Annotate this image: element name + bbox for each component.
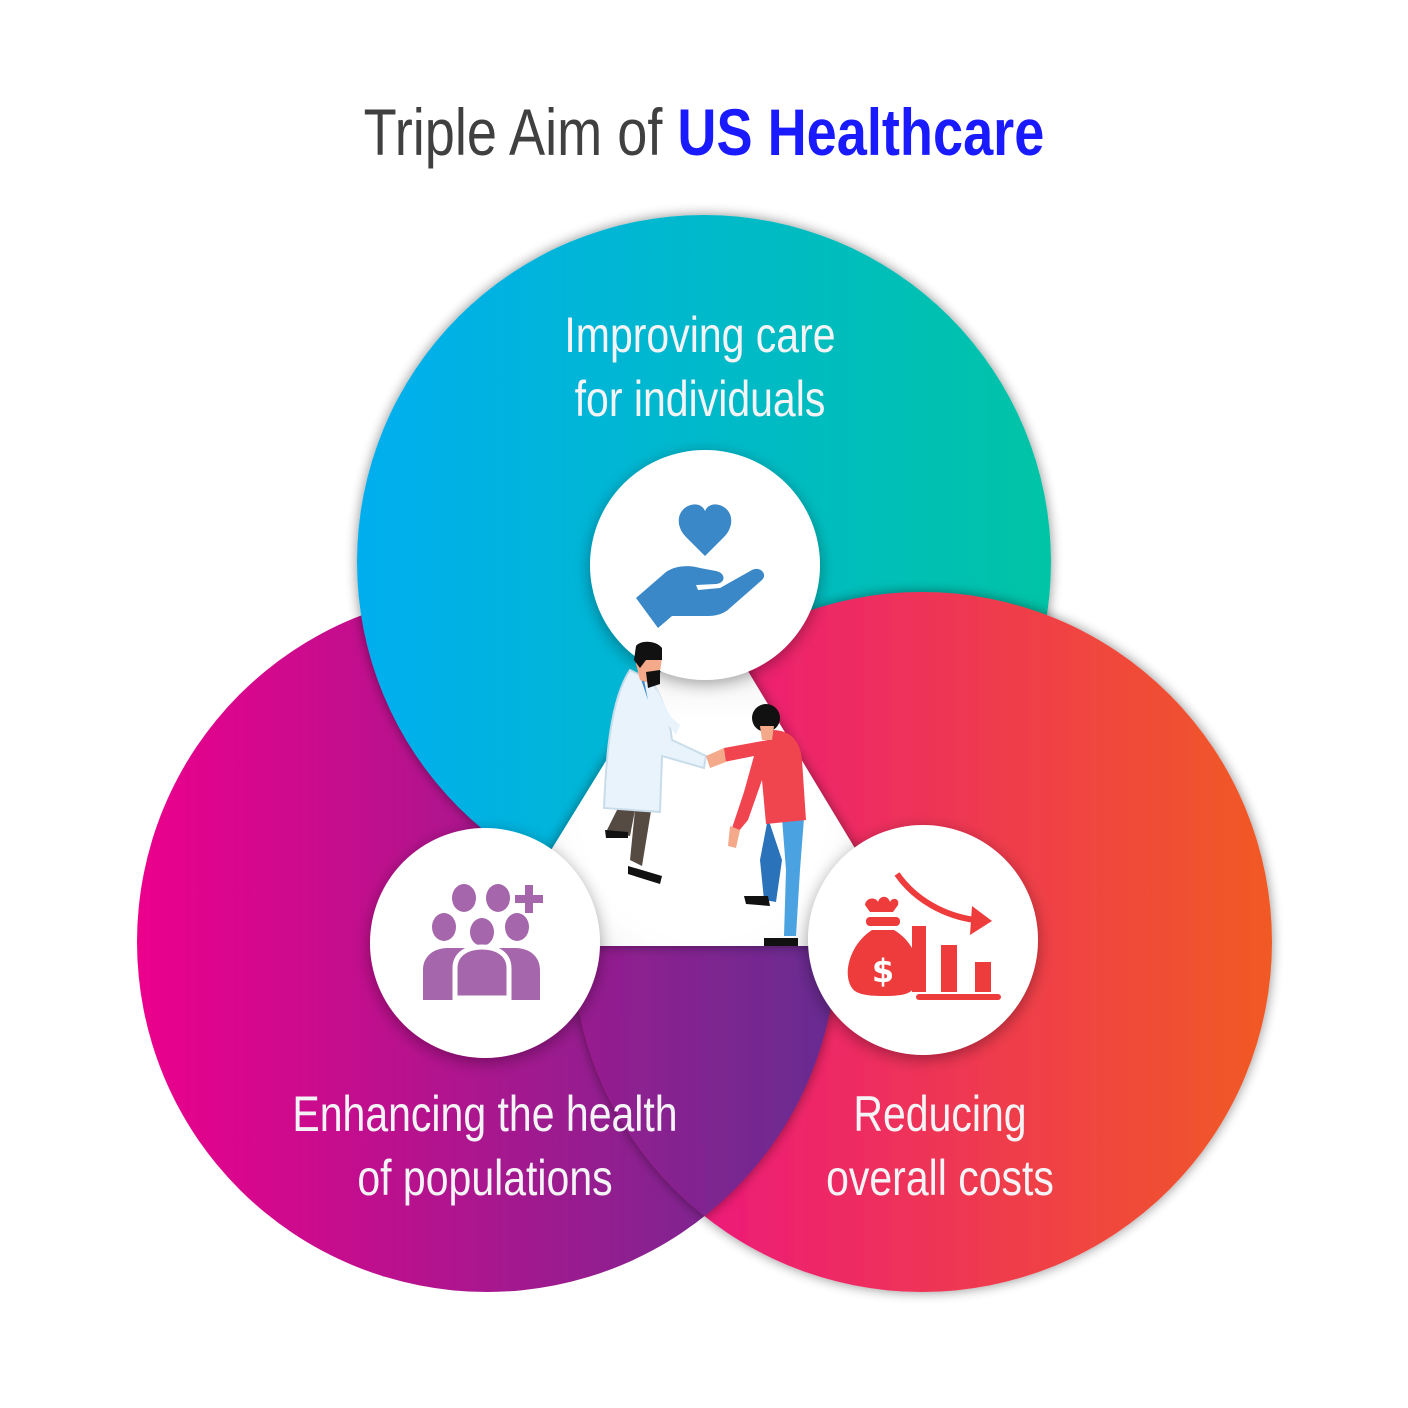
page-title: Triple Aim of US Healthcare (364, 95, 1045, 169)
label-reduce-costs: Reducing overall costs (826, 1086, 1054, 1206)
group-plus-icon (423, 884, 543, 1001)
label-reduce-costs-line-2: overall costs (826, 1150, 1054, 1206)
icon-circle-population-health (370, 828, 600, 1058)
left-over-right-overlap (572, 946, 837, 1292)
doctor-patient-handshake-illustration (602, 641, 806, 946)
label-population-health-line-1: Enhancing the health (292, 1086, 677, 1142)
heart-in-hand-icon (636, 504, 765, 628)
circle-population-health-overlap (572, 946, 837, 1292)
icon-circle-individual-care (590, 450, 820, 680)
label-population-health-line-2: of populations (357, 1150, 612, 1206)
label-population-health: Enhancing the health of populations (292, 1086, 677, 1206)
label-individual-care: Improving care for individuals (564, 307, 835, 427)
money-bag-decreasing-chart-icon: $ (847, 872, 1001, 1000)
dollar-sign: $ (872, 952, 894, 990)
center-triangle (542, 600, 864, 946)
label-reduce-costs-line-1: Reducing (853, 1086, 1026, 1142)
icon-circle-reduce-costs: $ (808, 825, 1038, 1055)
title-accent: US Healthcare (677, 95, 1044, 169)
patient-figure (706, 704, 806, 946)
doctor-figure (602, 641, 708, 884)
title-plain: Triple Aim of (364, 95, 663, 169)
label-individual-care-line-1: Improving care (564, 307, 835, 363)
label-individual-care-line-2: for individuals (575, 371, 826, 427)
